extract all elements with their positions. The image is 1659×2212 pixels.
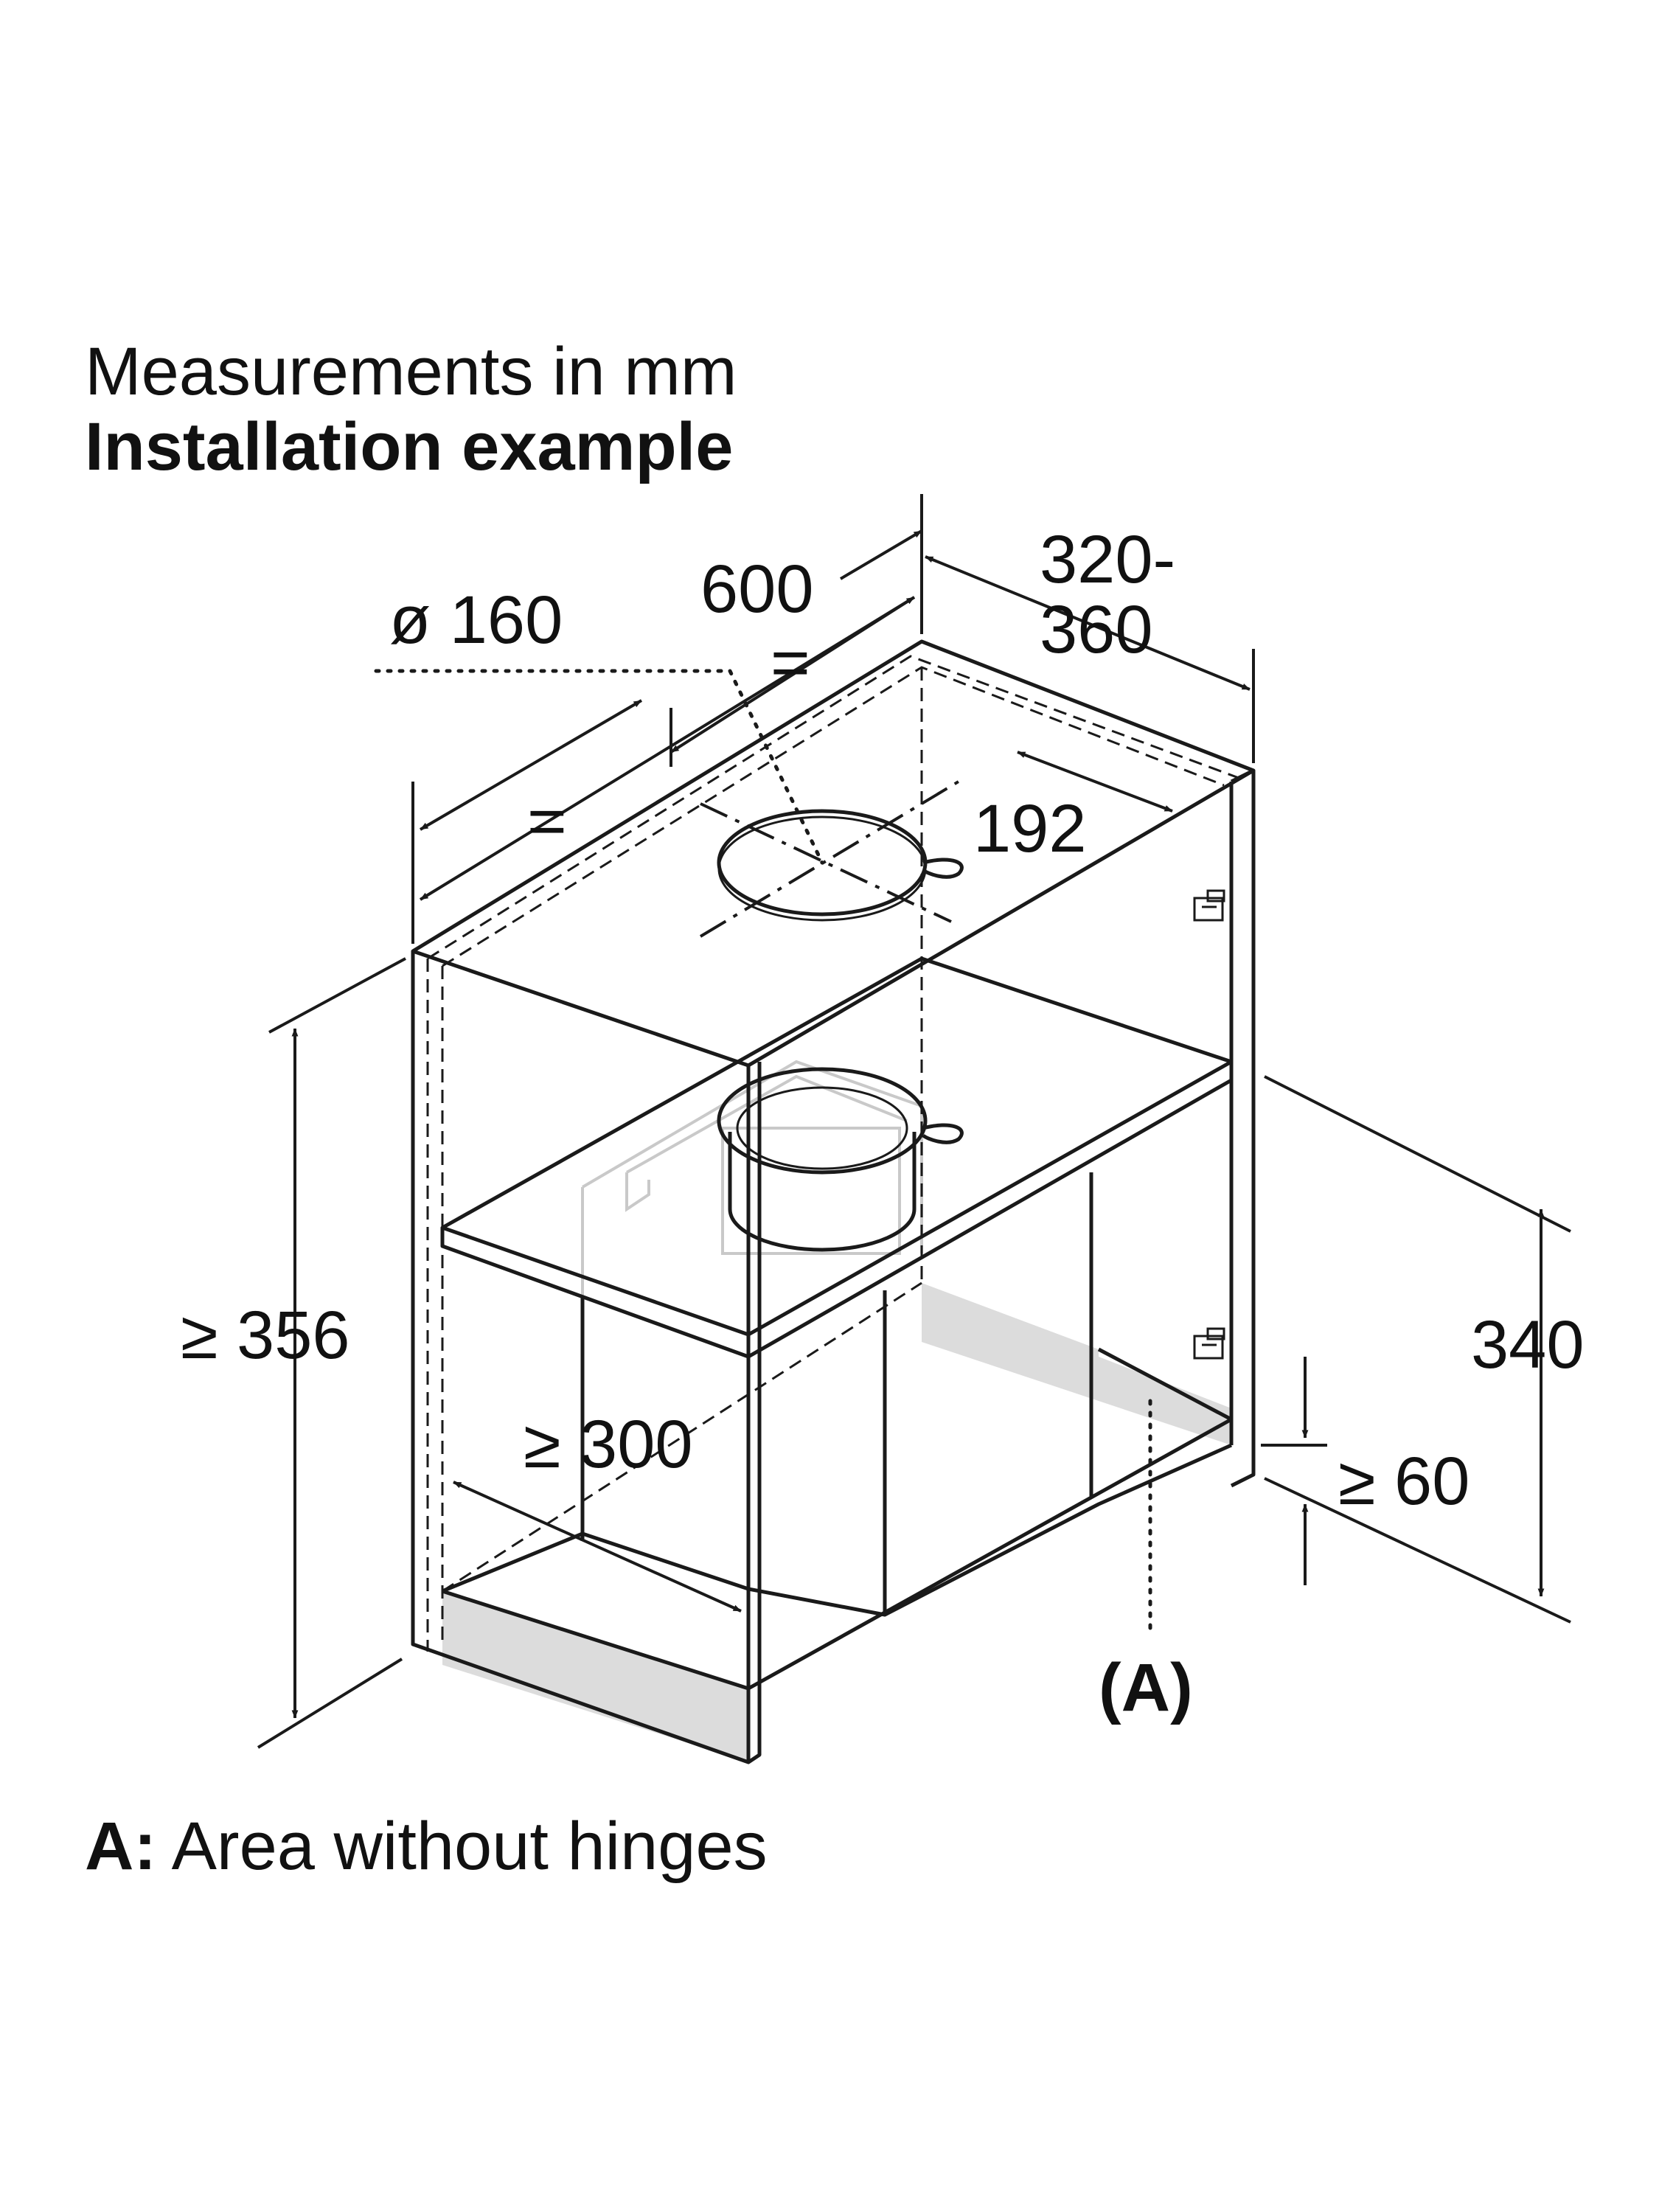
min-height-label: ≥ 356 — [181, 1298, 350, 1373]
legend-text: Area without hinges — [171, 1809, 768, 1884]
diagram-title: Installation example — [85, 409, 734, 484]
gap-dimension — [1261, 1357, 1327, 1585]
shelf-duct-ring — [717, 1067, 964, 1252]
min-depth-label: ≥ 300 — [524, 1407, 693, 1482]
offset-dimension — [1017, 751, 1173, 813]
depth-label-line1: 320- — [1040, 522, 1175, 597]
diameter-label: ø 160 — [389, 582, 563, 658]
area-a-marker: (A) — [1099, 1650, 1193, 1725]
measurement-units-note: Measurements in mm — [85, 334, 737, 409]
equal-mark-top: = — [771, 625, 810, 700]
upper-hinge-icon — [1193, 889, 1225, 922]
inner-depth-dimension — [453, 1481, 742, 1613]
legend-key: A: — [85, 1809, 157, 1884]
side-height-label: 340 — [1471, 1307, 1585, 1382]
side-height-dimension — [1264, 1075, 1571, 1624]
depth-dimension — [925, 555, 1255, 763]
depth-label-line2: 360 — [1040, 592, 1153, 667]
top-duct-cutout — [699, 780, 964, 938]
legend: A: Area without hinges — [85, 1812, 768, 1880]
equal-mark-side: = — [527, 784, 567, 859]
lower-hinge-icon — [1193, 1327, 1225, 1360]
min-gap-label: ≥ 60 — [1338, 1444, 1470, 1519]
hinge-free-area-rear — [922, 1283, 1099, 1401]
hood-body-outline — [581, 1060, 923, 1327]
hinge-free-area-front — [442, 1591, 748, 1762]
diameter-leader — [374, 669, 824, 865]
cabinet-side-panel — [1193, 768, 1256, 1488]
width-dimension — [411, 494, 923, 944]
offset-label: 192 — [973, 791, 1087, 866]
height-dimension — [257, 957, 406, 1749]
middle-shelf — [440, 956, 1234, 1359]
width-label: 600 — [700, 552, 814, 627]
hinge-free-area-side — [1099, 1357, 1231, 1445]
